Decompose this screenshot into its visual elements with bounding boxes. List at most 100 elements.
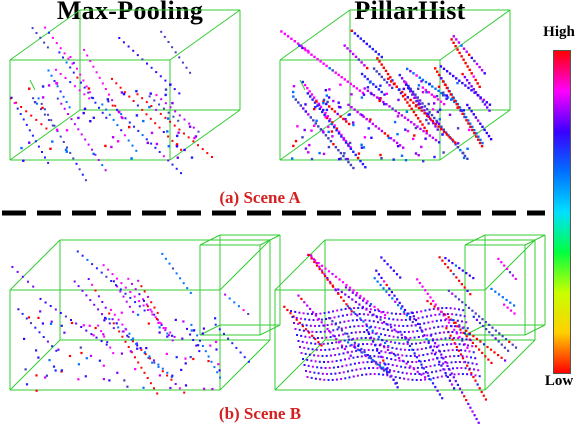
- point-marker: [457, 355, 460, 357]
- point-marker: [433, 155, 436, 159]
- point-marker: [332, 143, 335, 146]
- point-marker: [470, 89, 473, 92]
- point-marker: [384, 334, 387, 337]
- point-marker: [398, 342, 401, 345]
- point-marker: [339, 157, 342, 160]
- point-marker: [100, 340, 103, 343]
- point-marker: [472, 315, 475, 318]
- point-marker: [150, 131, 154, 135]
- point-marker: [453, 355, 456, 358]
- point-marker: [417, 336, 420, 338]
- bbox-edge: [274, 339, 326, 391]
- point-marker: [31, 27, 34, 30]
- point-marker: [43, 41, 46, 44]
- point-marker: [488, 109, 491, 112]
- point-marker: [405, 354, 408, 357]
- point-marker: [59, 90, 62, 93]
- point-marker: [143, 371, 146, 374]
- point-marker: [355, 349, 358, 352]
- point-marker: [474, 91, 478, 94]
- point-marker: [366, 86, 370, 89]
- point-marker: [35, 389, 38, 392]
- point-marker: [313, 124, 316, 127]
- point-marker: [355, 292, 359, 295]
- point-marker: [171, 163, 174, 166]
- point-marker: [358, 89, 362, 92]
- point-marker: [149, 308, 152, 311]
- point-marker: [451, 292, 454, 295]
- point-marker: [335, 127, 339, 130]
- point-marker: [372, 367, 375, 369]
- point-marker: [383, 102, 386, 106]
- point-marker: [412, 101, 415, 104]
- point-marker: [83, 86, 86, 89]
- point-marker: [209, 344, 212, 347]
- point-marker: [292, 315, 295, 318]
- point-marker: [471, 125, 474, 129]
- point-marker: [313, 107, 316, 111]
- point-marker: [402, 360, 405, 363]
- point-marker: [354, 313, 357, 316]
- point-marker: [344, 286, 348, 289]
- point-marker: [40, 123, 43, 126]
- point-marker: [356, 319, 358, 322]
- point-marker: [328, 366, 331, 369]
- point-marker: [83, 48, 86, 51]
- point-marker: [456, 367, 459, 370]
- point-marker: [335, 322, 337, 325]
- point-marker: [488, 323, 491, 326]
- point-marker: [454, 264, 457, 267]
- point-marker: [368, 81, 372, 84]
- point-marker: [449, 334, 452, 337]
- point-marker: [391, 329, 394, 332]
- point-marker: [446, 343, 448, 346]
- point-marker: [217, 363, 220, 366]
- point-marker: [368, 120, 371, 123]
- point-marker: [59, 312, 62, 314]
- point-marker: [454, 295, 457, 298]
- point-marker: [155, 318, 158, 320]
- point-marker: [427, 112, 430, 116]
- point-marker: [325, 336, 328, 339]
- point-marker: [302, 358, 304, 360]
- point-marker: [405, 110, 409, 113]
- point-marker: [442, 67, 446, 70]
- point-marker: [130, 157, 133, 160]
- point-marker: [471, 341, 474, 344]
- point-marker: [433, 345, 436, 348]
- point-marker: [374, 85, 378, 88]
- point-marker: [397, 112, 400, 115]
- point-marker: [170, 378, 173, 381]
- point-marker: [423, 322, 426, 325]
- point-marker: [448, 379, 451, 382]
- point-marker: [142, 298, 145, 301]
- point-marker: [484, 321, 487, 324]
- point-marker: [477, 369, 480, 372]
- point-marker: [25, 383, 29, 386]
- point-marker: [97, 295, 100, 298]
- point-marker: [383, 78, 386, 81]
- point-marker: [337, 105, 341, 109]
- point-marker: [23, 337, 26, 340]
- point-marker: [421, 78, 425, 82]
- point-marker: [463, 343, 466, 346]
- point-marker: [378, 310, 381, 313]
- point-marker: [13, 102, 16, 105]
- point-marker: [427, 374, 430, 377]
- point-marker: [373, 360, 376, 363]
- point-marker: [452, 35, 455, 38]
- point-marker: [181, 337, 184, 340]
- point-marker: [437, 363, 440, 366]
- point-marker: [149, 92, 152, 95]
- point-marker: [382, 373, 385, 376]
- point-marker: [426, 292, 429, 295]
- point-marker: [280, 30, 283, 33]
- point-marker: [183, 148, 186, 152]
- point-marker: [342, 154, 345, 158]
- point-marker: [211, 387, 214, 391]
- point-marker: [24, 368, 27, 371]
- point-marker: [431, 320, 434, 323]
- point-marker: [368, 304, 372, 307]
- point-marker: [378, 99, 381, 103]
- point-marker: [388, 84, 391, 87]
